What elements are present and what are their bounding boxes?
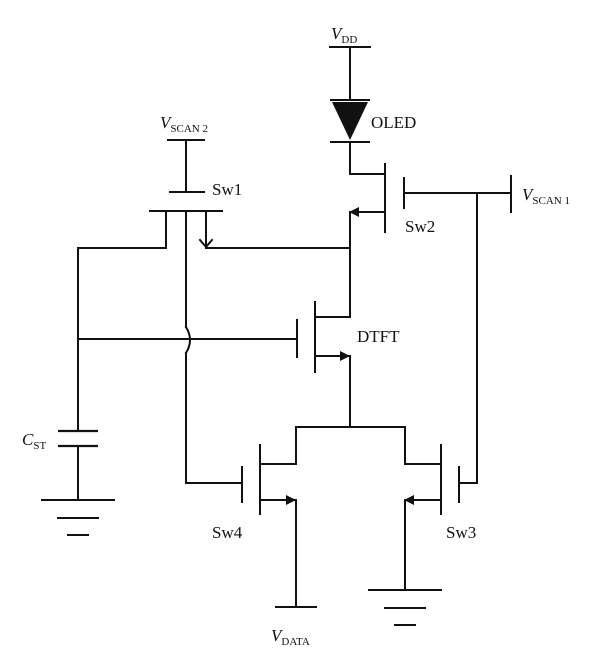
dtft-transistor [296,301,351,428]
sw2-label: Sw2 [405,217,435,236]
sw2-transistor [349,163,405,318]
ground-symbol-sw3 [368,589,442,626]
vdd-label: VDD [331,24,357,46]
sw1-label: Sw1 [212,180,242,199]
vscan1-label: VSCAN 1 [522,185,570,207]
sw3-label: Sw3 [446,523,476,542]
oled-label: OLED [371,113,416,132]
storage-node [77,247,297,431]
vscan2-line [167,139,205,191]
cst-label: CST [22,430,46,452]
sw4-label: Sw4 [212,523,243,542]
vdd-rail [329,46,371,99]
vscan1-line [403,175,512,484]
sw4-transistor [241,444,297,607]
vdata-label: VDATA [271,626,310,648]
data-node [295,426,406,465]
sw3-transistor [404,444,478,591]
dtft-label: DTFT [357,327,400,346]
vscan2-label: VSCAN 2 [160,113,208,135]
sw4-gate-line [184,210,242,484]
cst-capacitor [58,429,98,501]
sw1-transistor [149,191,351,249]
ground-symbol-cst [41,499,115,536]
oled-diode-symbol [330,99,385,175]
